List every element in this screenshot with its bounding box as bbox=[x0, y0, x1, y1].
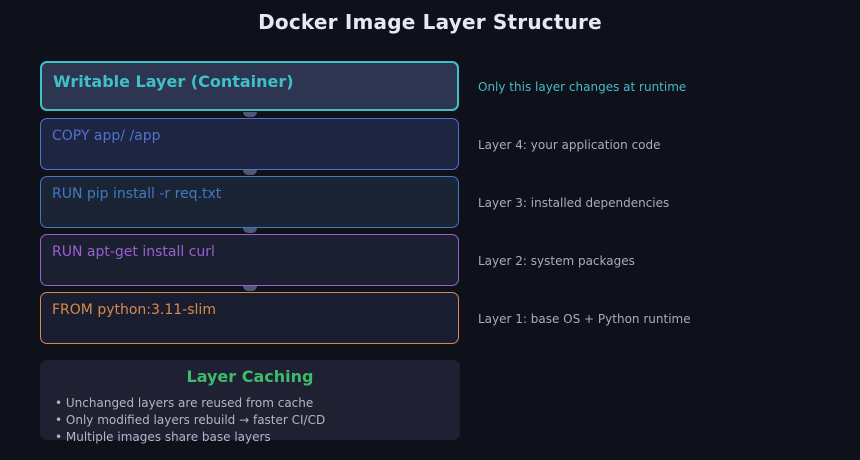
layer-from-base: FROM python:3.11-slim bbox=[40, 292, 459, 344]
layer-note-writable: Only this layer changes at runtime bbox=[478, 80, 687, 94]
layer-copy-app: COPY app/ /app bbox=[40, 118, 459, 170]
connector-arrow bbox=[243, 170, 257, 175]
layer-apt-get: RUN apt-get install curl bbox=[40, 234, 459, 286]
layer-label: COPY app/ /app bbox=[52, 128, 161, 144]
layer-pip-install: RUN pip install -r req.txt bbox=[40, 176, 459, 228]
caching-item: • Multiple images share base layers bbox=[55, 430, 271, 444]
connector-arrow bbox=[243, 112, 257, 117]
caching-item: • Only modified layers rebuild → faster … bbox=[55, 413, 326, 427]
layer-note-layer2: Layer 2: system packages bbox=[478, 254, 635, 268]
layer-note-layer4: Layer 4: your application code bbox=[478, 138, 661, 152]
connector-arrow bbox=[243, 286, 257, 291]
layer-label: RUN pip install -r req.txt bbox=[52, 186, 222, 202]
layer-note-layer3: Layer 3: installed dependencies bbox=[478, 196, 670, 210]
layer-caching-panel: Layer Caching • Unchanged layers are reu… bbox=[40, 360, 460, 444]
caching-heading: Layer Caching bbox=[186, 367, 314, 386]
layer-writable-container: Writable Layer (Container) bbox=[40, 61, 459, 111]
layer-label: Writable Layer (Container) bbox=[53, 72, 294, 91]
layer-label: RUN apt-get install curl bbox=[52, 244, 215, 260]
caching-item: • Unchanged layers are reused from cache bbox=[55, 396, 314, 410]
diagram-title: Docker Image Layer Structure bbox=[258, 10, 602, 34]
layer-note-layer1: Layer 1: base OS + Python runtime bbox=[478, 312, 691, 326]
layer-label: FROM python:3.11-slim bbox=[52, 302, 216, 318]
connector-arrow bbox=[243, 228, 257, 233]
